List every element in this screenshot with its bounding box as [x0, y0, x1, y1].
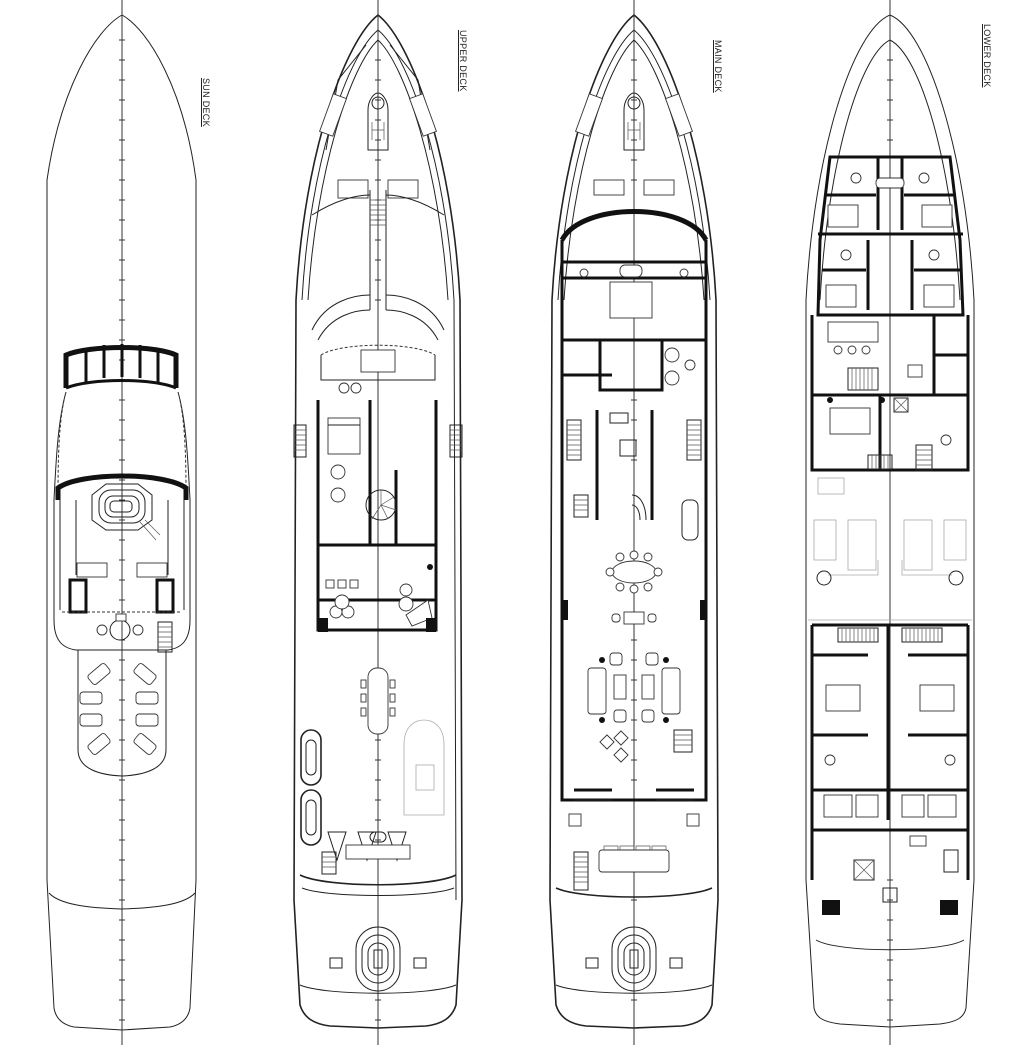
main-deck-drawing: [549, 0, 719, 1045]
crew-cabins: [816, 155, 965, 317]
master-suite: [562, 260, 706, 392]
spiral-staircase: [365, 489, 397, 521]
deck-label-lower: LOWER DECK: [982, 24, 992, 88]
deck-label-upper: UPPER DECK: [458, 30, 468, 92]
dining-table: [605, 550, 663, 625]
lower-deck-plan: LOWER DECK: [768, 0, 1024, 1048]
aft-seating: [321, 831, 411, 875]
master-bed: [609, 281, 653, 319]
lower-deck-drawing: [805, 0, 975, 1045]
sky-lounge: [325, 564, 433, 627]
aft-deck-outline: [77, 650, 167, 777]
sunpad-port: [337, 179, 369, 199]
stairs-aft: [157, 621, 173, 653]
upper-deck-drawing: [293, 0, 463, 1045]
bridge-console: [320, 344, 436, 356]
crew-mess: [810, 315, 970, 397]
double-bed: [327, 417, 361, 455]
bow-tender: [623, 92, 645, 151]
bow-seating: [319, 44, 437, 151]
jacuzzi-aft: [355, 926, 401, 992]
superstructure-outline: [53, 391, 191, 651]
tender-outline: [403, 719, 445, 816]
aft-crew-area: [812, 828, 968, 915]
jacuzzi: [91, 483, 161, 541]
aft-deck: [568, 813, 700, 891]
sunpad-stbd: [387, 179, 419, 199]
jacuzzi-aft: [611, 926, 657, 992]
hull-outline: [46, 14, 197, 1031]
guest-cabins: [810, 623, 970, 880]
deck-label-main: MAIN DECK: [713, 40, 723, 93]
superstructure-front: [559, 209, 709, 242]
main-salon: [587, 652, 693, 763]
aft-dining: [360, 667, 396, 735]
day-head-stbd: [155, 578, 175, 614]
bow-seating: [575, 93, 693, 137]
upper-walls: [316, 400, 438, 602]
bow-tender: [367, 92, 389, 151]
engine-room: [808, 477, 972, 621]
sunbed-stbd: [136, 562, 168, 578]
day-head-port: [68, 578, 88, 614]
hardtop-arch: [55, 473, 189, 500]
round-table: [109, 619, 131, 641]
sun-deck-drawing: [46, 0, 197, 1045]
jetskis: [300, 729, 322, 846]
sunbed-port: [76, 562, 108, 578]
side-stairs: [293, 424, 463, 458]
deck-chairs: [79, 663, 159, 755]
sun-deck-plan: SUN DECK: [0, 0, 256, 1048]
deck-label-sun: SUN DECK: [201, 78, 211, 127]
hull-outline: [805, 14, 975, 1028]
upper-deck-plan: UPPER DECK: [256, 0, 512, 1048]
vip-cabin: [810, 395, 970, 472]
main-deck-plan: MAIN DECK: [512, 0, 768, 1048]
galley: [562, 373, 702, 541]
